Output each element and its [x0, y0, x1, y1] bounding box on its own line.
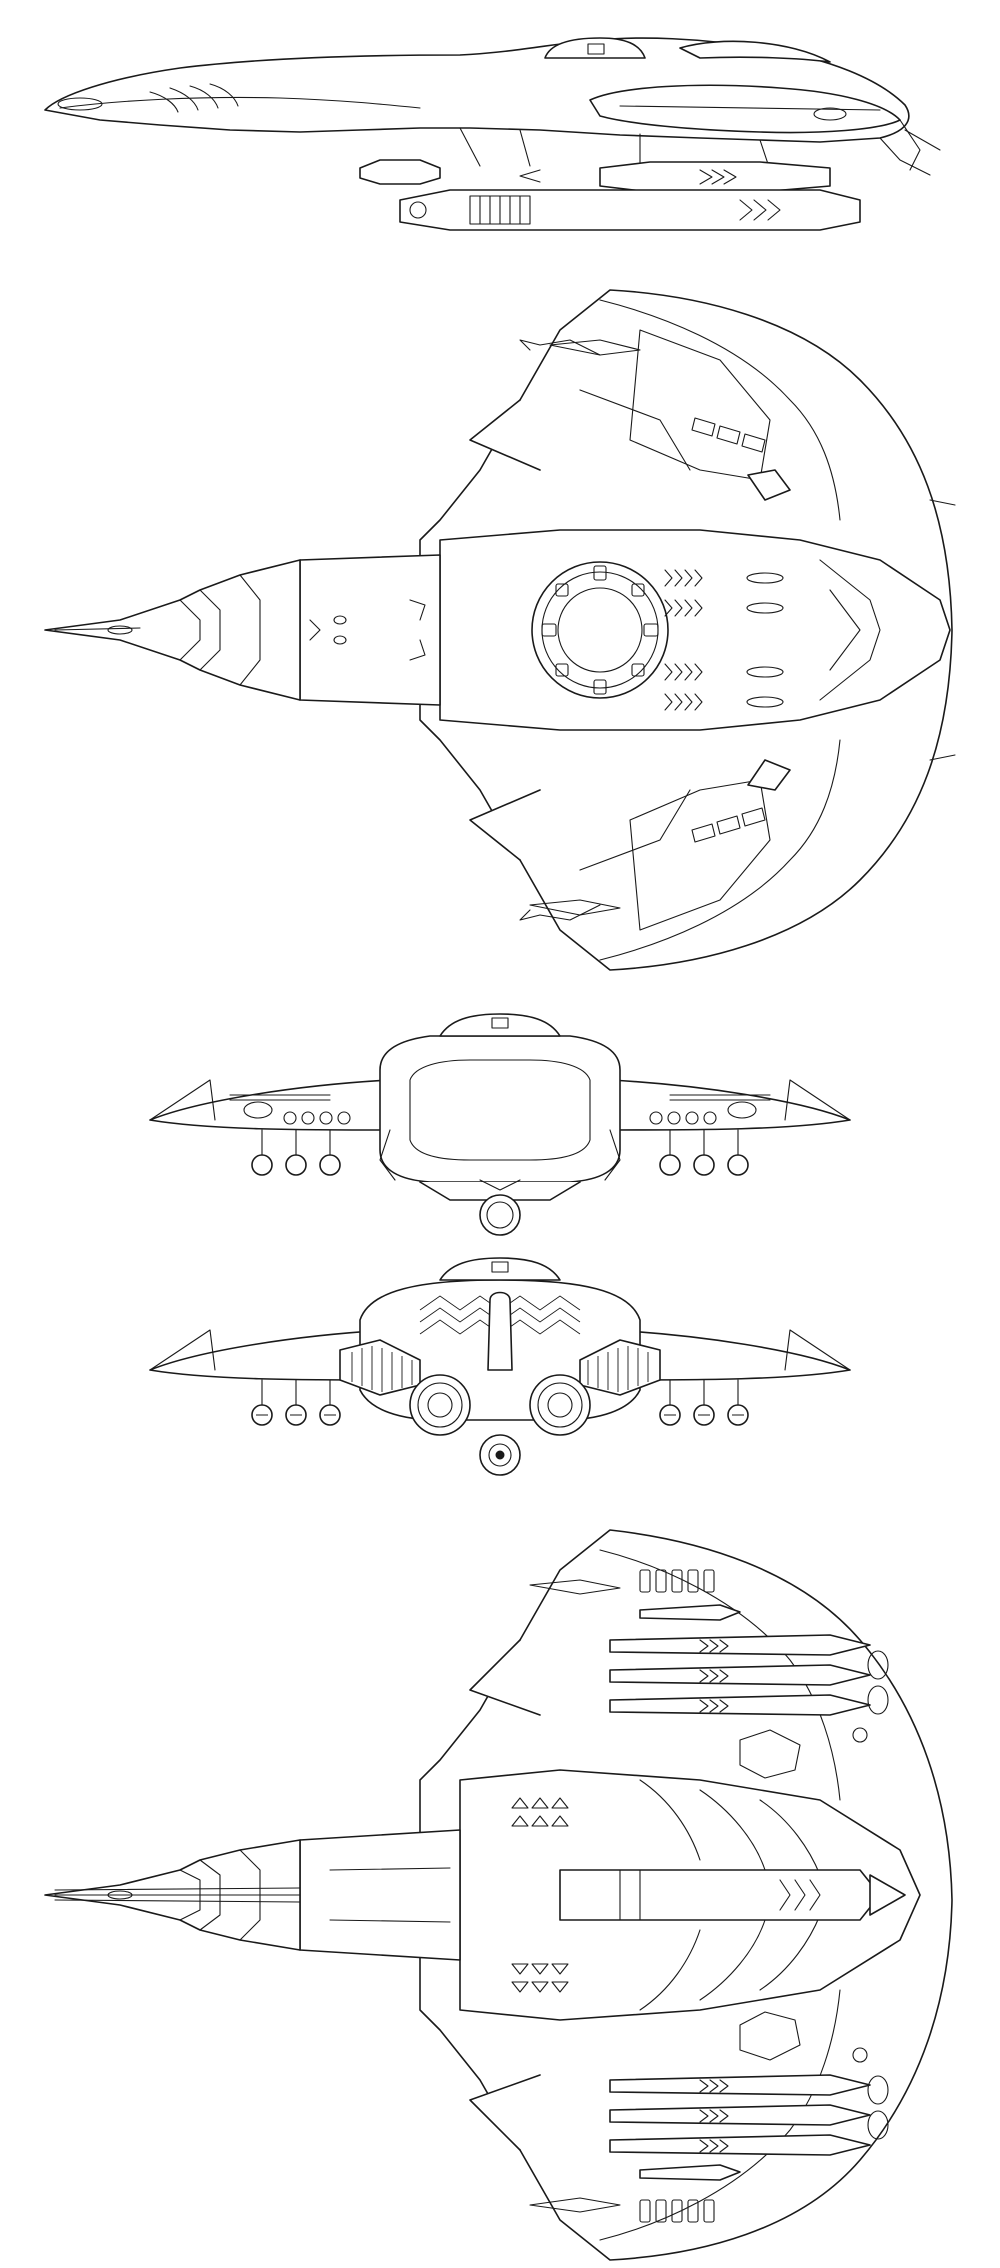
side-view	[44, 37, 941, 231]
front-view	[149, 1013, 851, 1236]
bottom-view	[44, 1529, 953, 2261]
top-view	[44, 289, 956, 971]
rear-view	[149, 1257, 851, 1476]
